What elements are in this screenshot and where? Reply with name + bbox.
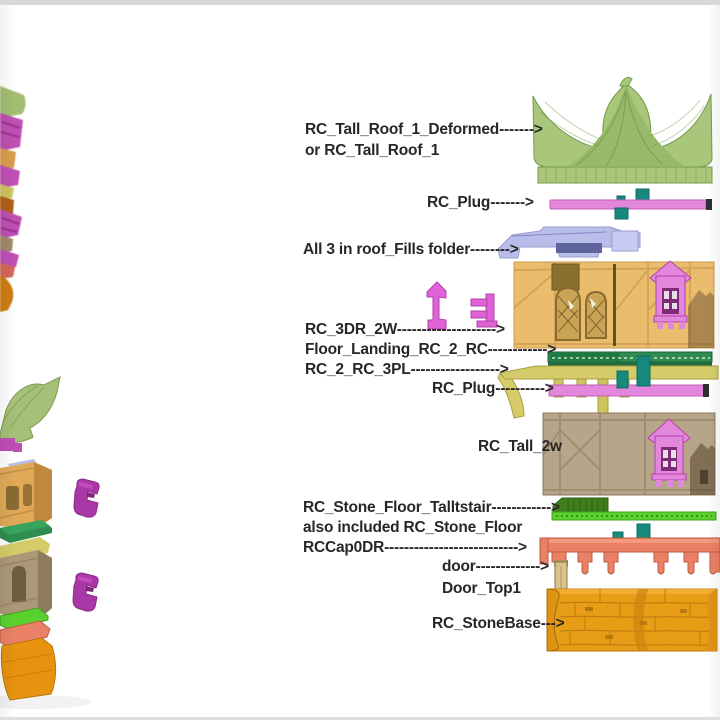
label-tall2w: RC_Tall_2w [478, 438, 562, 455]
stack-wall-upper [0, 462, 52, 530]
label-cap: RCCap0DR---------------------------> [303, 539, 527, 556]
part-wall-tall2w [542, 412, 716, 496]
label-roof-fills: All 3 in roof_Fills folder--------> [303, 241, 519, 258]
magenta-window-upper [649, 260, 692, 329]
stack-floor-landing [0, 520, 52, 543]
bracket-clip-bottom [72, 572, 99, 612]
label-floor-landing: Floor_Landing_RC_2_RC------------> [305, 341, 557, 358]
label-stone-floor-line1: RC_Stone_Floor_Talltstair------------> [303, 499, 560, 516]
label-plug1: RC_Plug-------> [427, 194, 534, 211]
label-roof-line1: RC_Tall_Roof_1_Deformed-------> [305, 121, 543, 138]
part-wall-upper [513, 260, 715, 349]
part-stair-floor [551, 497, 717, 521]
stack-stone-base [0, 637, 57, 701]
part-floor-landing [547, 351, 713, 366]
part-plug-2 [548, 384, 709, 397]
exploded-stack [0, 376, 92, 709]
top-border [0, 0, 720, 5]
label-stone-floor-line2: also included RC_Stone_Floor [303, 519, 523, 536]
part-cap [539, 537, 720, 575]
part-plug-1 [549, 188, 712, 220]
stack-wall-tall [0, 550, 52, 620]
stack-bright-floor [0, 607, 49, 631]
part-3dr-pieces [426, 281, 498, 330]
part-stone-base [546, 588, 718, 652]
label-stone-base: RC_StoneBase---> [432, 615, 565, 632]
label-roof-line2: or RC_Tall_Roof_1 [305, 142, 440, 159]
part-roof-fills [497, 226, 641, 259]
bracket-clip-top [73, 478, 100, 518]
teal-tabs-mid [616, 355, 651, 389]
bottom-border [0, 717, 720, 720]
stack-roof-plug [0, 438, 22, 452]
stack-roof [0, 376, 61, 444]
label-rc2rc3pl: RC_2_RC_3PL------------------> [305, 361, 509, 378]
assembled-building-partial [0, 86, 26, 312]
label-door-top: Door_Top1 [442, 580, 521, 597]
magenta-window-lower [647, 418, 691, 487]
label-plug2: RC_Plug----------> [432, 380, 554, 397]
label-3dr-2w: RC_3DR_2W--------------------> [305, 321, 505, 338]
part-roof-green [532, 76, 713, 184]
label-door: door-------------> [442, 558, 549, 575]
